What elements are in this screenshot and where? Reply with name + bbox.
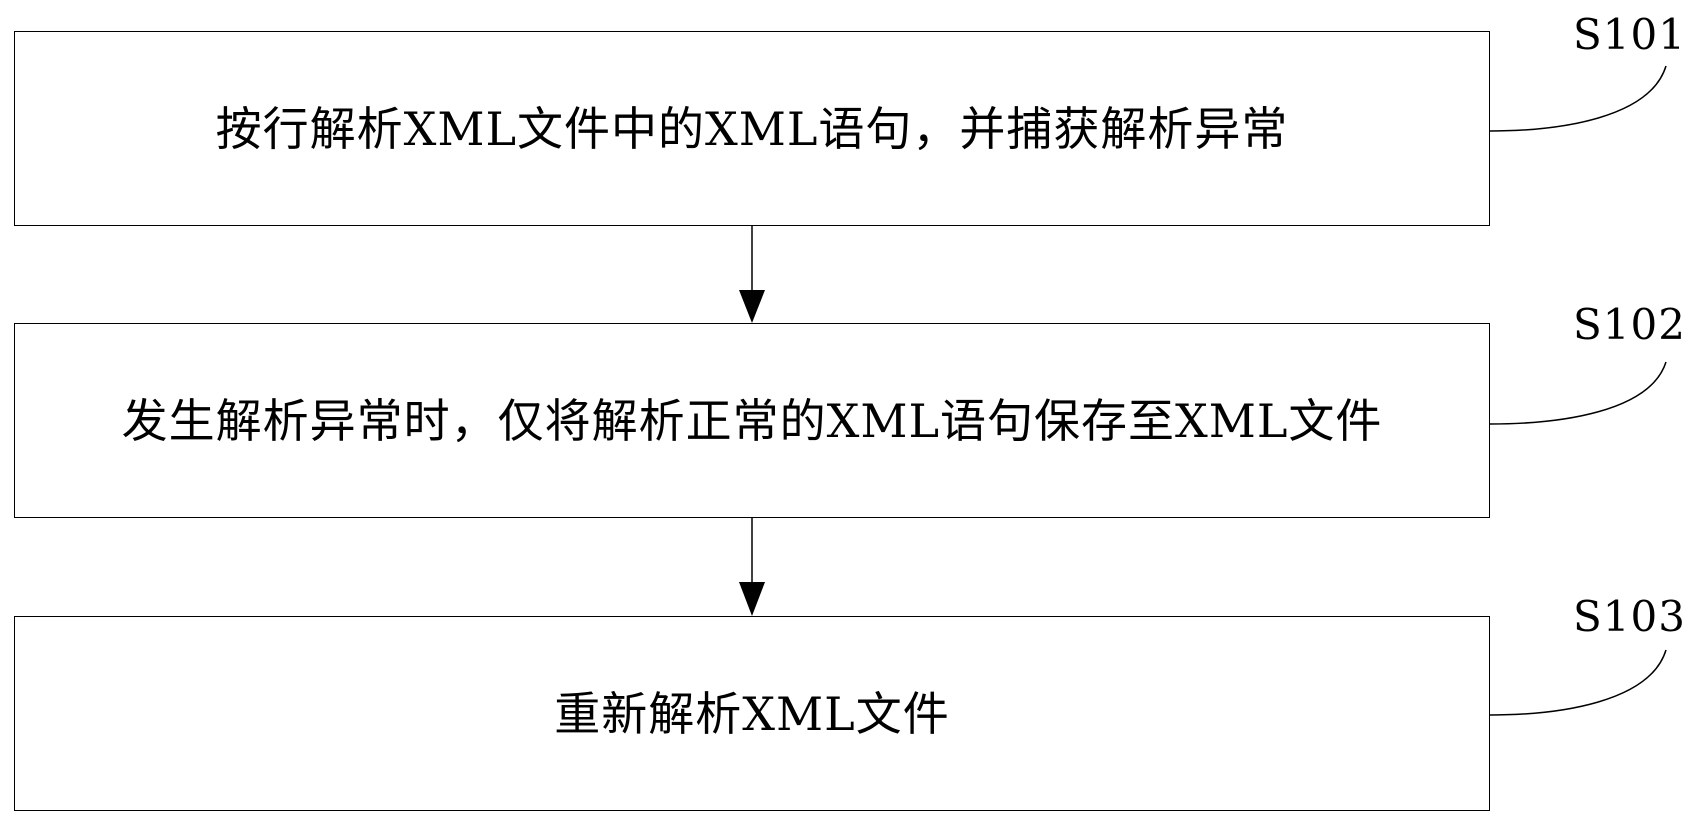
step-text-s102: 发生解析异常时，仅将解析正常的XML语句保存至XML文件 [121,393,1383,448]
leader-line-s101 [1489,65,1667,132]
leader-line-s103 [1489,649,1667,716]
arrow-s101-to-s102 [739,226,765,323]
step-text-s103: 重新解析XML文件 [554,686,950,741]
step-box-s103: 重新解析XML文件 [14,616,1490,811]
step-box-s102: 发生解析异常时，仅将解析正常的XML语句保存至XML文件 [14,323,1490,518]
arrow-s102-to-s103 [739,518,765,616]
step-label-s101: S101 [1573,10,1686,59]
step-box-s101: 按行解析XML文件中的XML语句，并捕获解析异常 [14,31,1490,226]
step-label-s103: S103 [1573,592,1686,641]
leader-line-s102 [1489,361,1667,425]
step-label-s102: S102 [1573,300,1686,349]
step-text-s101: 按行解析XML文件中的XML语句，并捕获解析异常 [215,101,1289,156]
